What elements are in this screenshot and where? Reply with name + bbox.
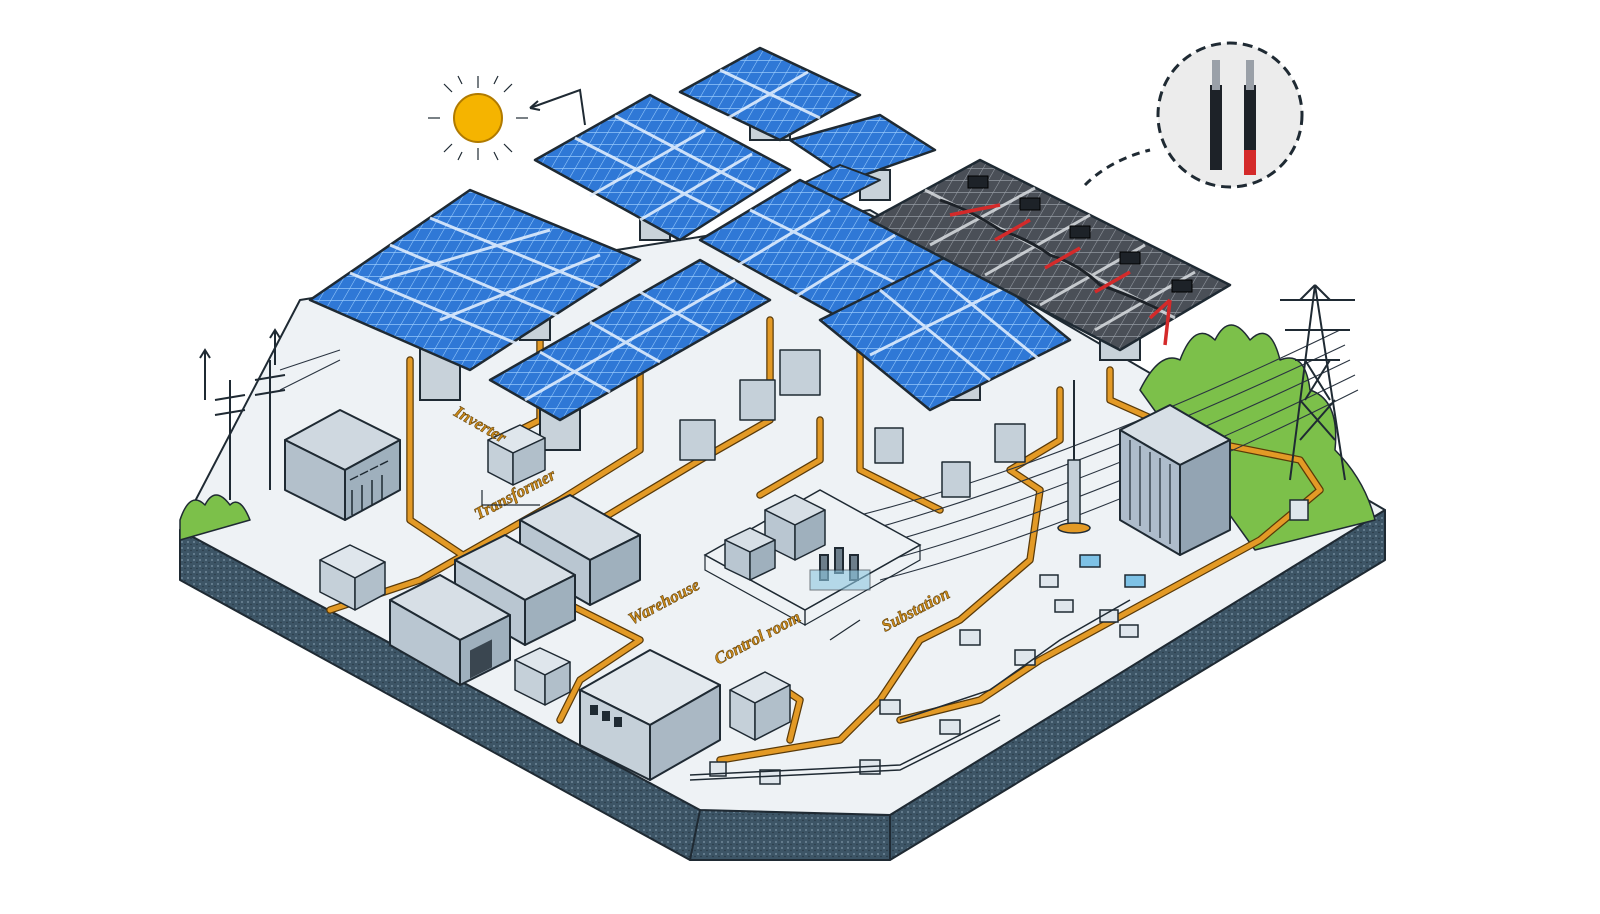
insulator-post — [1057, 380, 1091, 534]
cable-couplers — [709, 499, 1309, 785]
inverter-box — [487, 349, 1026, 498]
solar-array-group — [308, 46, 1232, 451]
transmission-tower-icon — [1280, 284, 1355, 481]
direction-arrow-icon — [529, 88, 586, 126]
ground-conduits — [689, 599, 1131, 781]
transformer-unit — [284, 409, 401, 521]
control-room-building — [579, 649, 721, 781]
label-leader-lines — [481, 490, 861, 641]
connector-detail-icon — [1083, 41, 1304, 189]
solar-panel-array — [533, 93, 792, 242]
substation-compound — [703, 489, 922, 627]
utility-pole-icon — [199, 328, 286, 500]
warehouse-building — [389, 494, 641, 686]
solar-panel-array — [788, 113, 937, 182]
small-units — [319, 544, 791, 741]
sun-icon — [428, 75, 528, 161]
panel-junction-boxes — [967, 175, 1193, 293]
storage-cabinet — [1119, 404, 1231, 556]
